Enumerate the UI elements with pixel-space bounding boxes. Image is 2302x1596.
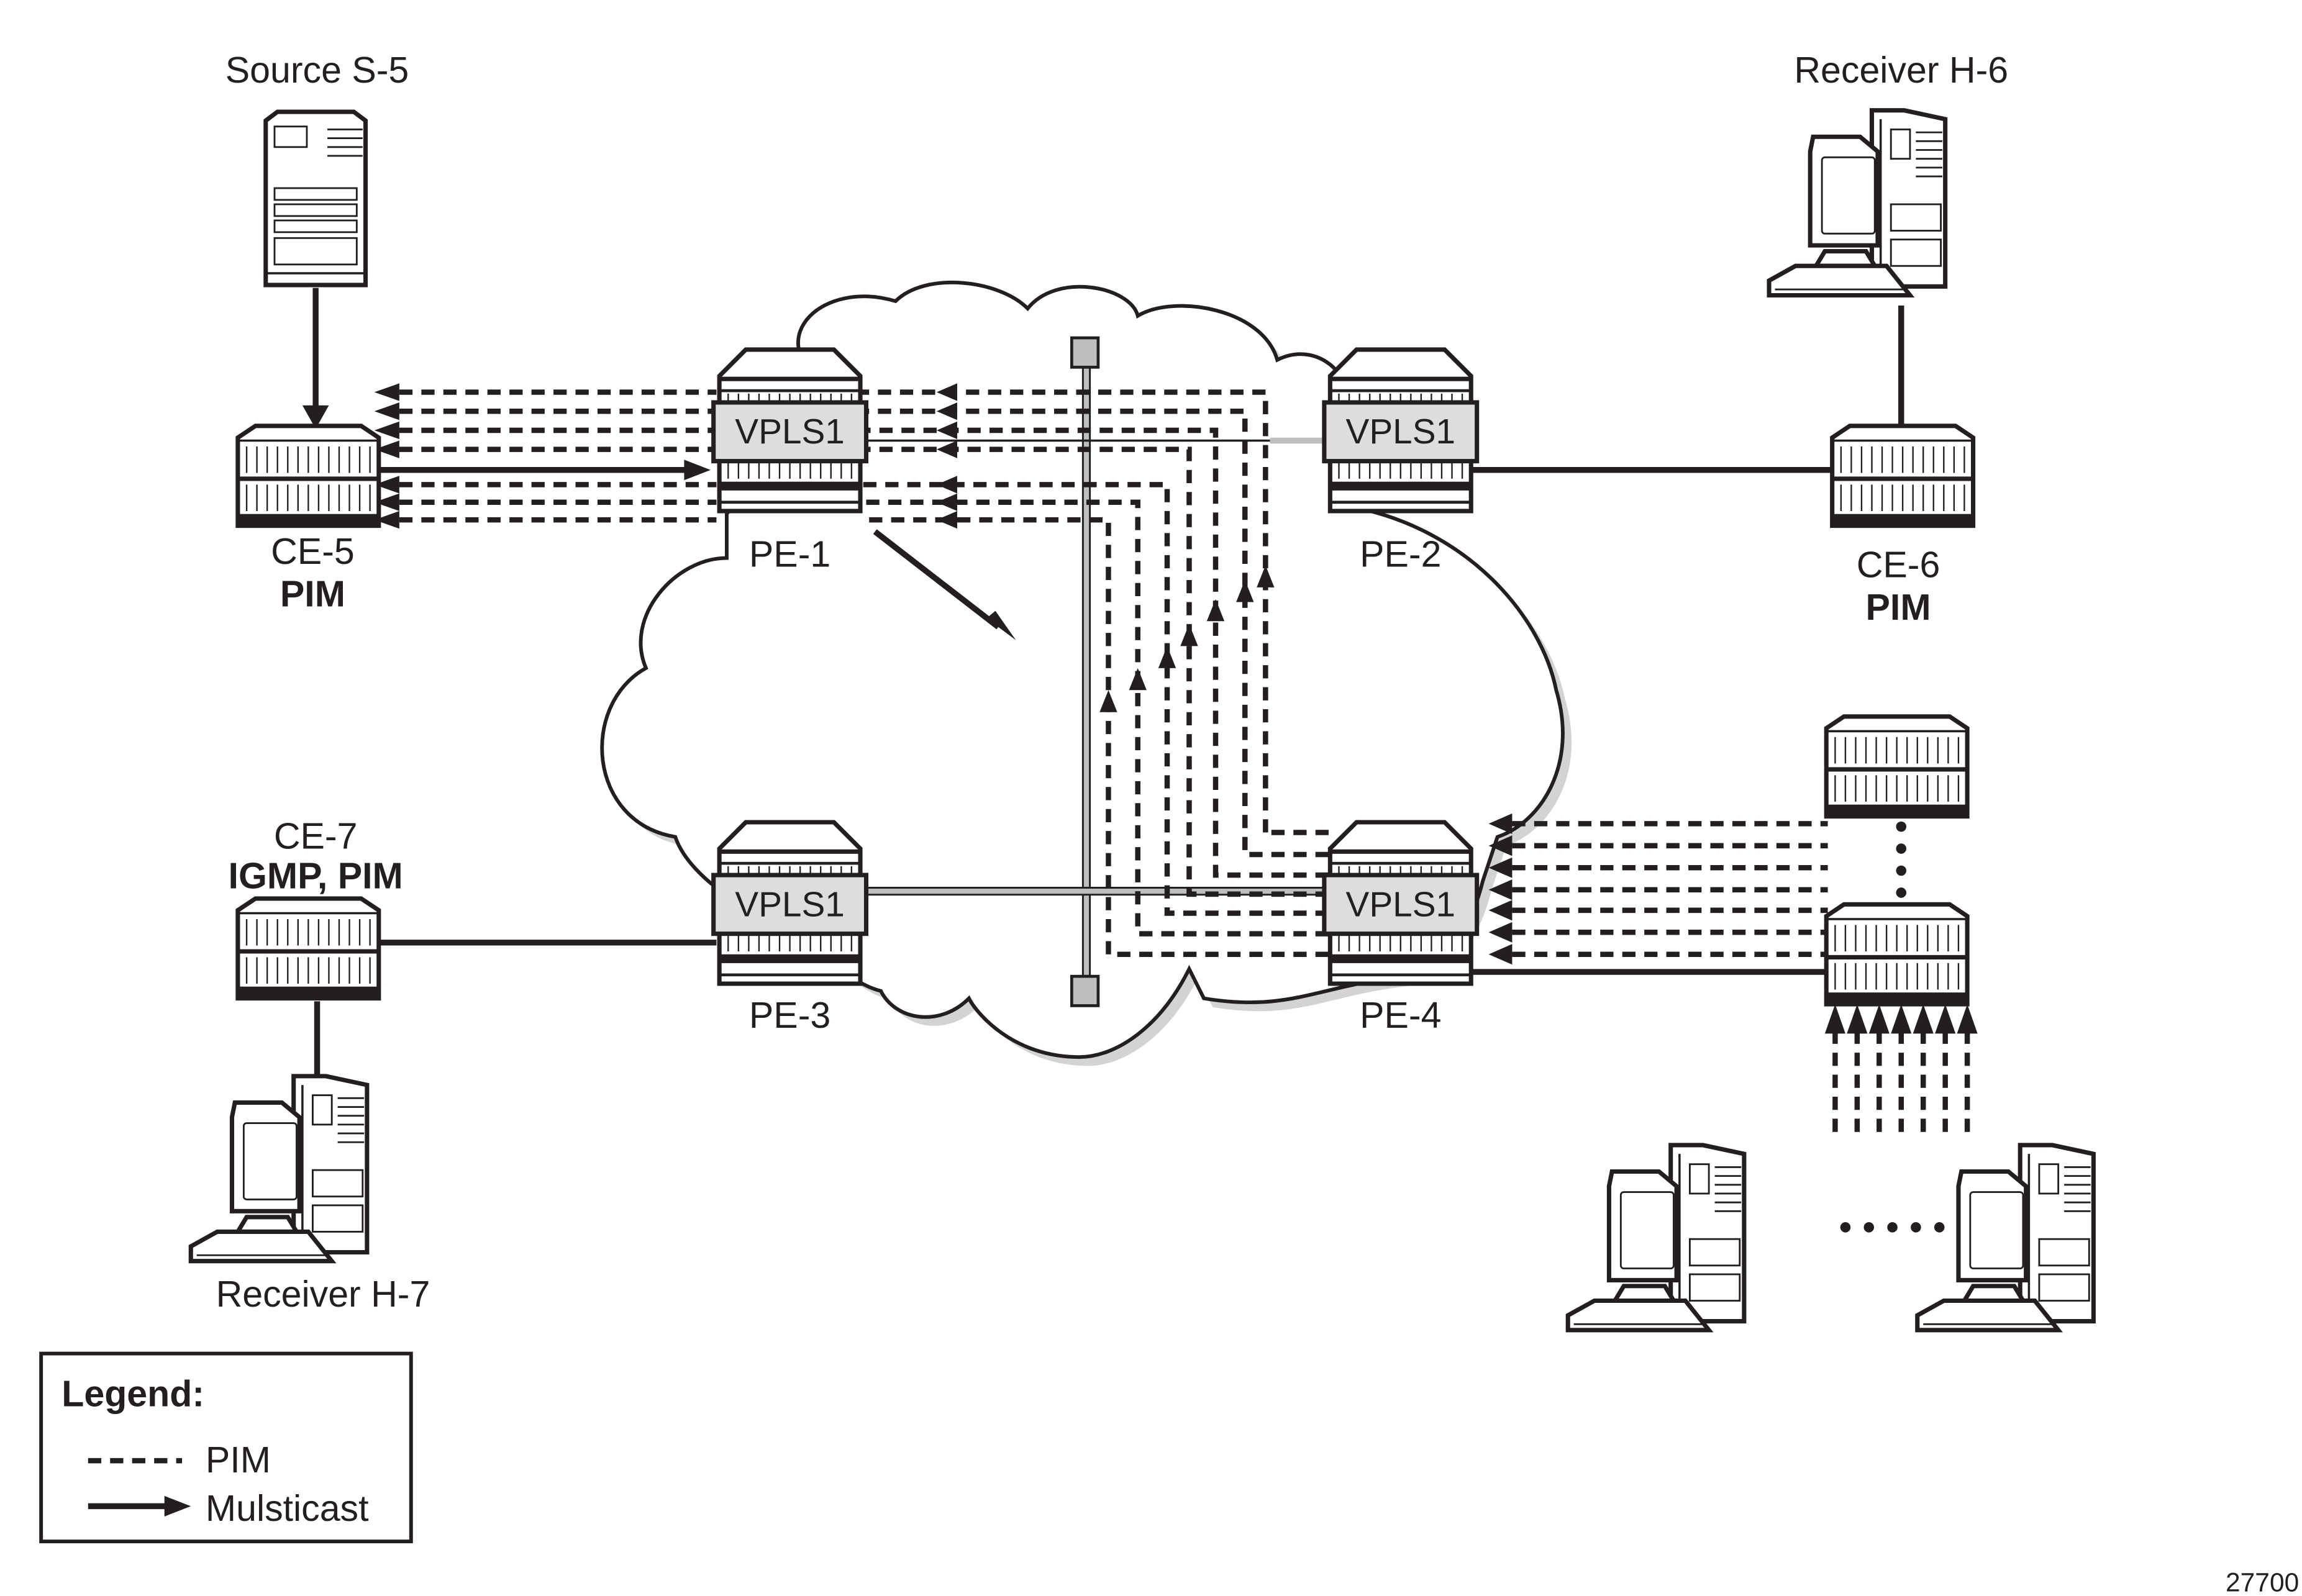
router-pe2[interactable]: VPLS1 PE-2 [1324, 350, 1477, 575]
source-s5[interactable]: Source S-5 [225, 50, 409, 285]
pe3-label: PE-3 [749, 995, 830, 1036]
router-pe4[interactable]: VPLS1 PE-4 [1324, 822, 1477, 1036]
pe2-service-label: VPLS1 [1346, 412, 1456, 451]
host-left[interactable] [1568, 1145, 1744, 1330]
router-pe3[interactable]: VPLS1 PE-3 [714, 822, 867, 1036]
pe4-label: PE-4 [1360, 995, 1441, 1036]
receiver-h7-label: Receiver H-7 [216, 1274, 430, 1315]
receiver-h7[interactable]: Receiver H-7 [191, 1076, 430, 1315]
host-right[interactable] [1918, 1145, 2094, 1330]
ce6-protocol: PIM [1866, 587, 1931, 628]
pe2-label: PE-2 [1360, 534, 1441, 575]
router-pe1[interactable]: VPLS1 PE-1 [714, 350, 867, 575]
legend-item-pim: PIM [206, 1440, 271, 1480]
pe1-service-label: VPLS1 [735, 412, 845, 451]
legend: Legend: PIM Mulsticast [39, 1351, 413, 1544]
access-router-top[interactable] [1826, 717, 1967, 817]
ce5-protocol: PIM [280, 574, 345, 615]
ce6-label: CE-6 [1857, 544, 1940, 585]
receiver-h6-label: Receiver H-6 [1794, 50, 2008, 91]
pe4-service-label: VPLS1 [1346, 885, 1456, 924]
pe3-service-label: VPLS1 [735, 885, 845, 924]
router-ce7[interactable]: CE-7 IGMP, PIM [229, 816, 403, 999]
receiver-h6[interactable]: Receiver H-6 [1769, 50, 2008, 296]
pim-access-pe4 [1488, 813, 1978, 1140]
access-links [302, 288, 1945, 1233]
ce7-protocol: IGMP, PIM [229, 855, 403, 896]
pim-ce5-pe1 [374, 383, 717, 529]
legend-title: Legend: [61, 1374, 204, 1415]
source-label: Source S-5 [225, 50, 409, 91]
access-router-bottom[interactable] [1826, 904, 1967, 1004]
multicast-flow [378, 460, 1016, 640]
pim-core-flows [860, 383, 1329, 957]
ce5-label: CE-5 [271, 531, 355, 572]
router-ce5[interactable]: CE-5 PIM [238, 426, 379, 615]
vpls-core-links [860, 336, 1329, 1007]
legend-item-multicast: Mulsticast [206, 1488, 369, 1529]
ce7-label: CE-7 [274, 816, 358, 857]
figure-id: 27700 [2226, 1567, 2299, 1596]
router-ce6[interactable]: CE-6 PIM [1832, 426, 1973, 628]
pe1-label: PE-1 [749, 534, 830, 575]
